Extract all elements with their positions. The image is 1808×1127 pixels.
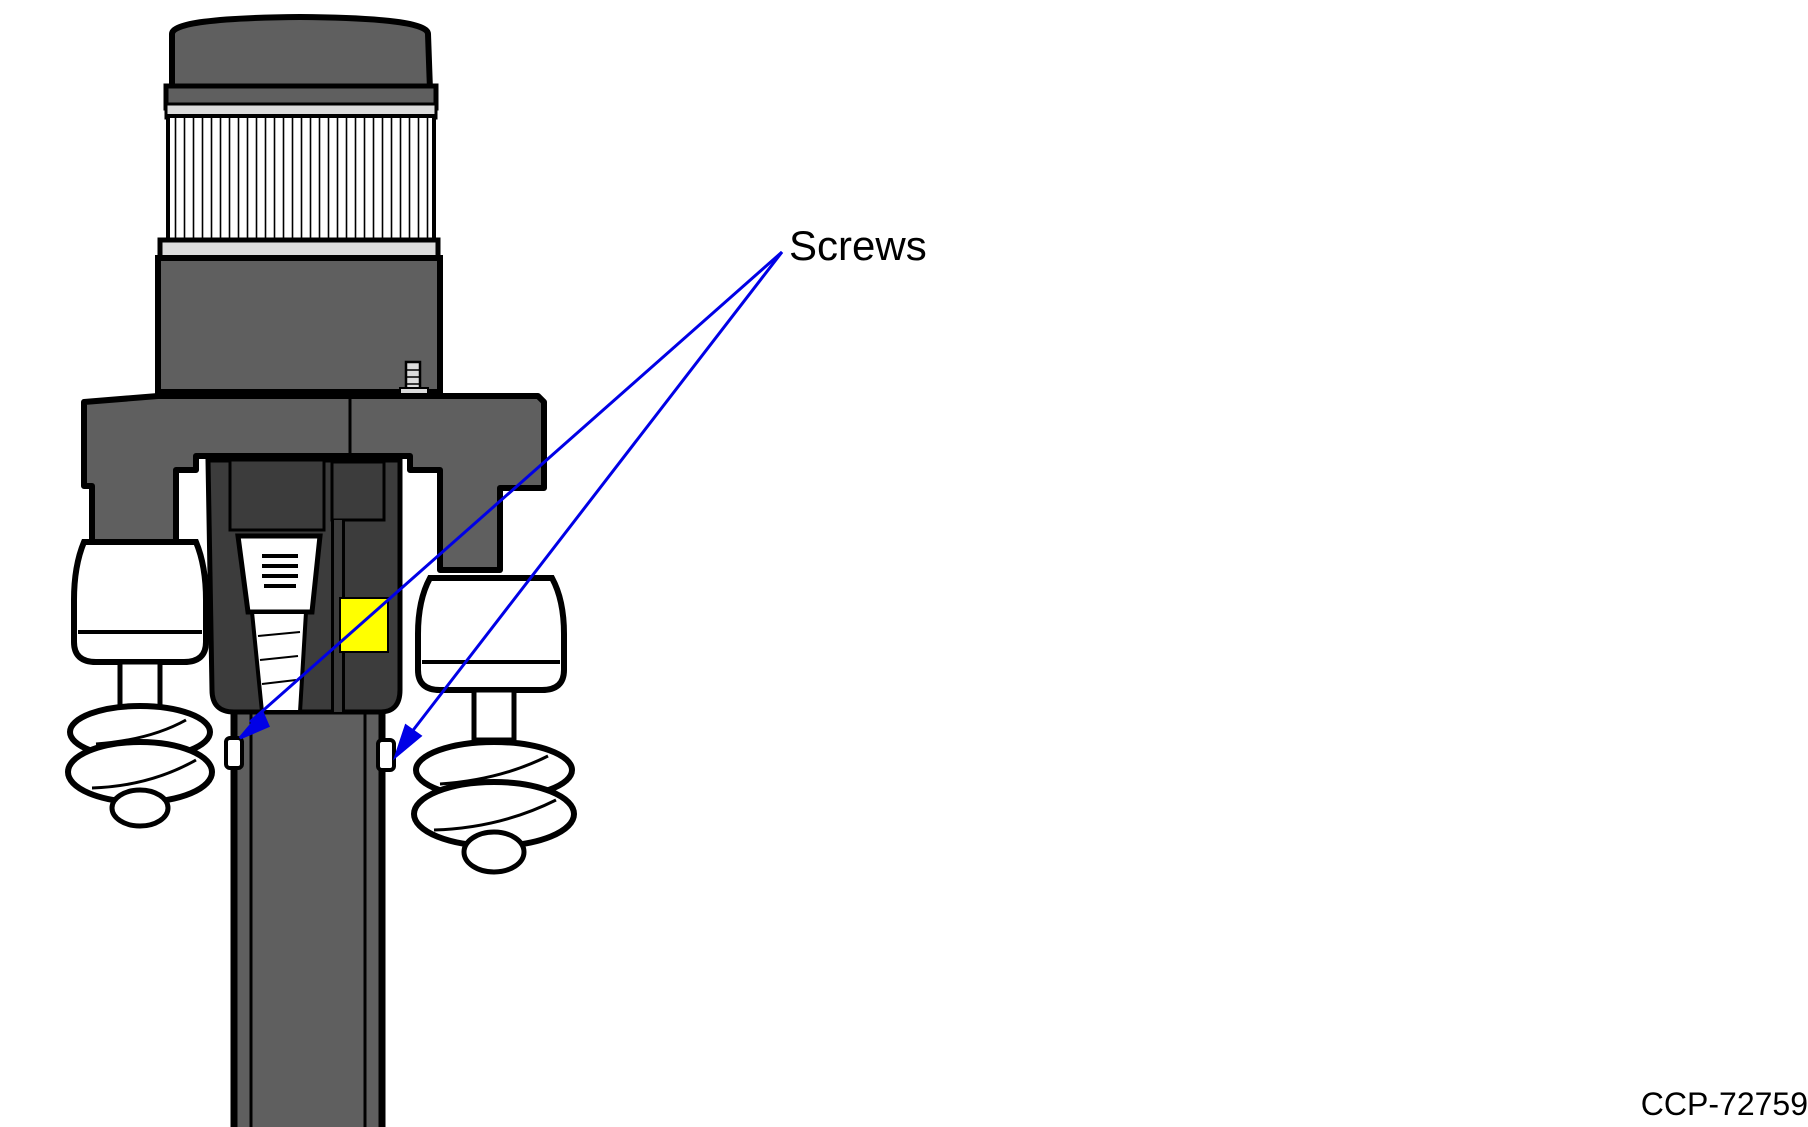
screw-icon xyxy=(224,736,244,770)
screw-icon xyxy=(376,738,396,772)
power-plug-icon xyxy=(235,520,345,714)
figure-code: CCP-72759 xyxy=(1640,1086,1808,1122)
pole-icon xyxy=(230,701,386,1127)
screws-callout-label: Screws xyxy=(789,222,927,269)
spiral-bulb-icon xyxy=(65,539,215,829)
lamp-head-icon xyxy=(155,13,443,396)
spiral-bulb-icon xyxy=(411,575,577,875)
callout-lines xyxy=(238,250,784,761)
